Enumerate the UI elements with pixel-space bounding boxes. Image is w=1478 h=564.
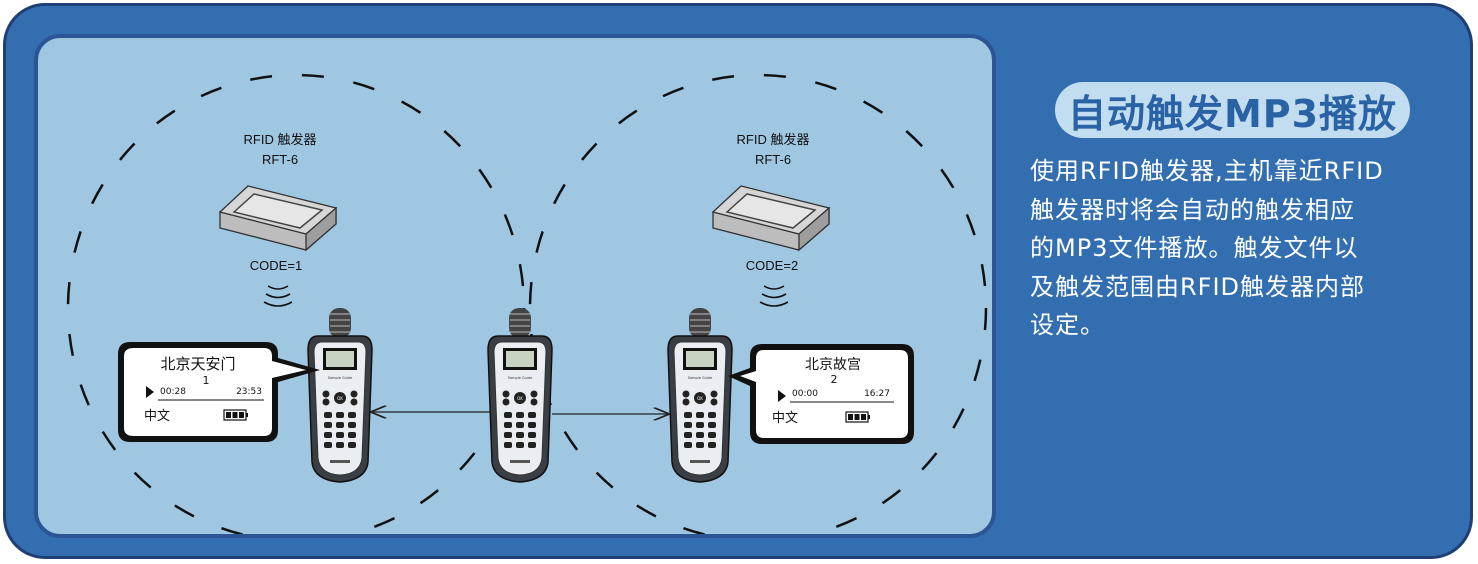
signal-waves-icon [759, 285, 789, 307]
description-line: 及触发范围由RFID触发器内部 [1030, 272, 1366, 301]
screen-1-language: 中文 [144, 409, 170, 424]
screen-1-total: 23:53 [236, 387, 262, 397]
trigger-1-code: CODE=1 [250, 258, 302, 273]
description: 使用RFID触发器,主机靠近RFID 触发器时将会自动的触发相应 的MP3文件播… [1030, 152, 1450, 345]
screen-callout-1: 北京天安门 1 00:28 23:53 中文 [118, 342, 320, 442]
screen-1-track: 1 [203, 374, 210, 387]
play-icon [146, 386, 154, 398]
play-icon [778, 390, 786, 402]
player-device-3 [667, 307, 733, 483]
screen-2-elapsed: 00:00 [792, 389, 818, 399]
trigger-2-code: CODE=2 [746, 258, 798, 273]
player-device-1 [307, 307, 373, 483]
signal-waves-icon [263, 285, 293, 307]
screen-callout-2: 北京故宫 2 00:00 16:27 中文 [728, 344, 914, 444]
battery-icon [223, 409, 248, 421]
screen-2-language: 中文 [772, 411, 798, 426]
range-circle-1 [66, 73, 526, 534]
trigger-2-name: RFID 触发器 [737, 132, 810, 147]
page-title: 自动触发MP3播放 [1067, 91, 1398, 136]
description-line: 触发器时将会自动的触发相应 [1030, 195, 1355, 224]
screen-1-title: 北京天安门 [160, 355, 235, 373]
rfid-trigger-2 [712, 185, 830, 251]
screen-1-elapsed: 00:28 [160, 387, 186, 397]
description-line: 使用RFID触发器,主机靠近RFID [1030, 157, 1384, 185]
diagram-panel: Sample Guide OK [34, 34, 996, 538]
rfid-trigger-1 [219, 185, 337, 251]
screen-2-title: 北京故宫 [805, 357, 861, 373]
trigger-1-model: RFT-6 [262, 152, 298, 167]
title-badge: 自动触发MP3播放 [1055, 82, 1410, 138]
battery-icon [845, 411, 870, 423]
description-line: 设定。 [1030, 311, 1105, 339]
trigger-1-name: RFID 触发器 [244, 132, 317, 147]
range-circle-2 [528, 73, 988, 534]
player-device-2 [487, 307, 553, 483]
screen-2-track: 2 [831, 373, 838, 386]
description-line: 的MP3文件播放。触发文件以 [1030, 234, 1359, 262]
diagram-svg: Sample Guide OK [66, 73, 988, 534]
screen-2-total: 16:27 [864, 389, 890, 399]
trigger-2-model: RFT-6 [755, 152, 791, 167]
